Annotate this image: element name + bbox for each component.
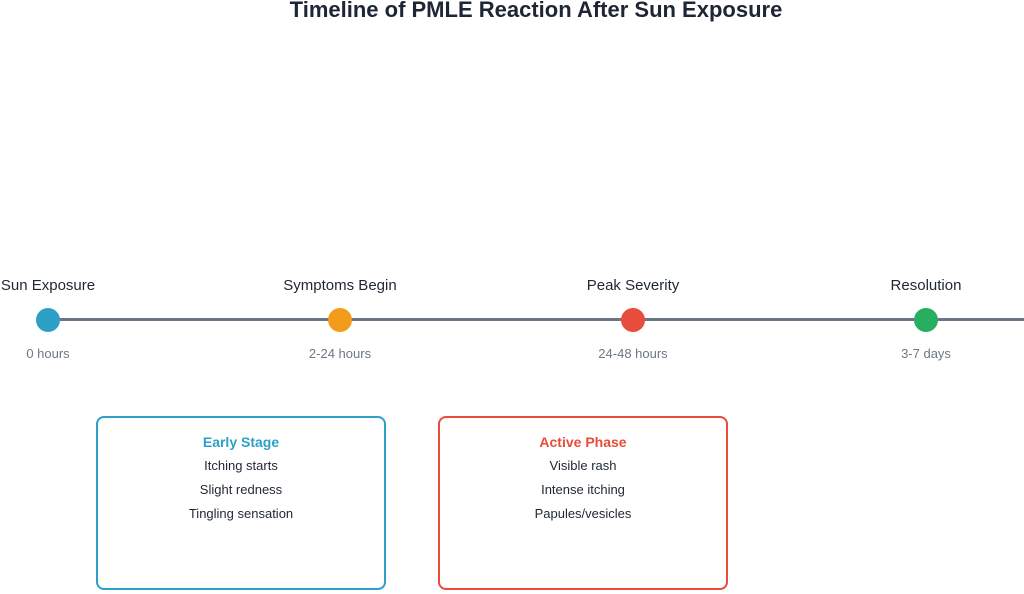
milestone-label: Sun Exposure [0,277,96,294]
stage-card-item: Visible rash [549,458,617,473]
milestone-time: 2-24 hours [308,346,372,361]
stage-card-item: Itching starts [204,458,278,473]
milestone-marker [328,308,352,332]
stage-card-item: Slight redness [199,482,283,497]
timeline-axis [48,318,1024,321]
milestone-time: 3-7 days [901,346,951,361]
milestone-label: Peak Severity [586,277,680,294]
milestone-marker [36,308,60,332]
milestone-marker [914,308,938,332]
milestone-label: Resolution [890,277,962,294]
diagram-title: Timeline of PMLE Reaction After Sun Expo… [289,0,783,22]
stage-card-item: Intense itching [541,482,625,497]
milestone-time: 24-48 hours [598,346,668,361]
milestone-time: 0 hours [26,346,70,361]
stage-card-item: Tingling sensation [188,506,294,521]
milestone-label: Symptoms Begin [283,277,397,294]
stage-card-title: Active Phase [539,434,627,450]
stage-card-title: Early Stage [202,434,280,450]
stage-card-item: Papules/vesicles [534,506,632,521]
milestone-marker [621,308,645,332]
